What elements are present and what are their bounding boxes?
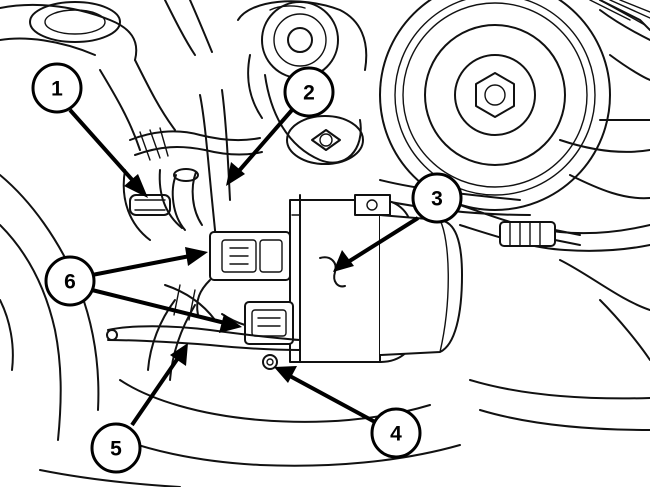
left-hose-clamp bbox=[122, 169, 183, 241]
callout-5-label: 5 bbox=[110, 438, 122, 461]
callout-6-label: 6 bbox=[64, 271, 76, 294]
tensioner-pulley bbox=[237, 0, 368, 165]
leader-2 bbox=[226, 108, 294, 186]
center-hose-bundle bbox=[129, 89, 263, 261]
callout-3: 3 bbox=[411, 172, 463, 224]
upper-left-hose bbox=[0, 0, 213, 151]
crankshaft-pulley bbox=[379, 0, 650, 211]
mounting-bolt bbox=[262, 354, 278, 370]
leader-4 bbox=[274, 366, 376, 424]
callout-4-label: 4 bbox=[390, 423, 402, 446]
leader-5 bbox=[130, 343, 188, 427]
leader-6b bbox=[91, 288, 242, 333]
leader-1 bbox=[68, 108, 148, 198]
electrical-connectors bbox=[196, 231, 294, 345]
callout-4: 4 bbox=[370, 407, 422, 459]
callout-6: 6 bbox=[44, 255, 96, 307]
leader-3 bbox=[333, 216, 420, 272]
leader-lines bbox=[68, 108, 420, 427]
callout-1: 1 bbox=[31, 62, 83, 114]
callout-3-label: 3 bbox=[431, 188, 443, 211]
leader-6a bbox=[91, 247, 208, 277]
callout-1-label: 1 bbox=[51, 78, 63, 101]
callout-5: 5 bbox=[90, 422, 142, 474]
callout-2-label: 2 bbox=[303, 82, 315, 105]
callout-2: 2 bbox=[283, 66, 335, 118]
